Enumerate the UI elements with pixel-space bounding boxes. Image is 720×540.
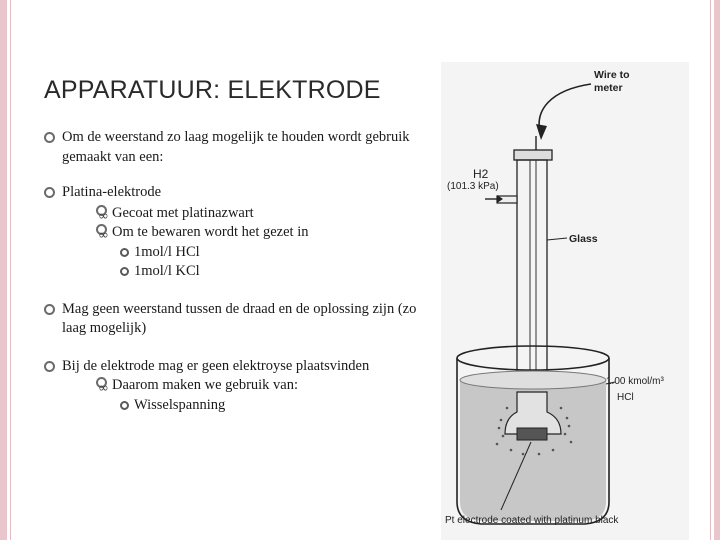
figure-caption: Pt electrode coated with platinum black (445, 515, 619, 526)
small-circle-bullet-icon (120, 400, 129, 410)
beaker-rim (456, 345, 610, 371)
arrow-head-icon (497, 195, 503, 203)
sub-sub-bullet-text: 1mol/l HCl (134, 243, 200, 260)
bullet-text: Platina-elektrode (62, 184, 162, 200)
bullet-item: Platina-elektrode ∞ Gecoat met platinazw… (44, 183, 444, 282)
stopper (513, 149, 553, 161)
label-h2: H2 (473, 167, 489, 181)
left-border-line (10, 0, 11, 540)
label-wire-line2: meter (594, 82, 623, 94)
platinum-electrode (516, 427, 548, 441)
sub-bullet-text: Daarom maken we gebruik van: (112, 377, 299, 393)
sub-sub-bullet-item: 1mol/l HCl (62, 243, 444, 263)
sub-sub-bullet-text: Wisselspanning (134, 396, 226, 413)
right-border-line (710, 0, 711, 540)
bullet-text: Bij de elektrode mag er geen elektroyse … (62, 357, 370, 374)
arrow-head-icon (536, 124, 547, 140)
glass-pointer (546, 237, 568, 241)
infinity-bullet-icon: ∞ (96, 224, 109, 243)
sub-sub-bullet-item: Wisselspanning (62, 396, 444, 416)
sub-bullet-text: Gecoat met platinazwart (112, 204, 254, 221)
right-border-decoration (714, 0, 720, 540)
solution-surface (459, 370, 607, 390)
small-circle-bullet-icon (120, 247, 129, 257)
sub-bullet-item: ∞ Om te bewaren wordt het gezet in (62, 223, 444, 243)
sub-bullet-item: ∞ Daarom maken we gebruik van: (62, 376, 444, 396)
hollow-circle-bullet-icon (44, 187, 55, 198)
hollow-circle-bullet-icon (44, 132, 55, 143)
beaker-outline (456, 358, 610, 525)
hcl-solution (460, 380, 606, 521)
infinity-bullet-icon: ∞ (96, 204, 109, 224)
hydrogen-electrode-figure: Wire to meter H2 (101.3 kPa) Glass 1.00 … (441, 62, 689, 540)
electrode-pointer (500, 441, 532, 511)
infinity-bullet-icon: ∞ (96, 377, 109, 396)
hollow-circle-bullet-icon (44, 303, 55, 315)
bullet-text: Mag geen weerstand tussen de draad en de… (62, 300, 417, 337)
small-circle-bullet-icon (120, 267, 129, 276)
sub-bullet-item: ∞ Gecoat met platinazwart (62, 204, 444, 224)
label-hcl: HCl (617, 392, 634, 403)
slide-title: APPARATUUR: ELEKTRODE (44, 76, 381, 104)
solution-pointer (605, 381, 616, 385)
sub-sub-bullet-text: 1mol/l KCl (134, 263, 200, 279)
glass-bell (504, 391, 562, 435)
label-wire-line1: Wire to (594, 69, 630, 81)
label-concentration: 1.00 kmol/m³ (606, 376, 664, 387)
sub-sub-bullet-item: 1mol/l KCl (62, 262, 444, 282)
sub-bullet-text: Om te bewaren wordt het gezet in (112, 224, 309, 240)
bullet-item: Bij de elektrode mag er geen elektroyse … (44, 357, 444, 416)
left-border-decoration (0, 0, 7, 540)
bullet-item: Om de weerstand zo laag mogelijk te houd… (44, 128, 444, 167)
label-pressure: (101.3 kPa) (447, 181, 499, 192)
label-glass: Glass (569, 233, 598, 245)
bullet-list: Om de weerstand zo laag mogelijk te houd… (44, 128, 444, 431)
bullet-text: Om de weerstand zo laag mogelijk te houd… (62, 129, 410, 165)
hollow-circle-bullet-icon (44, 360, 55, 372)
hydrogen-bubbles (495, 406, 573, 456)
bullet-item: Mag geen weerstand tussen de draad en de… (44, 300, 444, 339)
